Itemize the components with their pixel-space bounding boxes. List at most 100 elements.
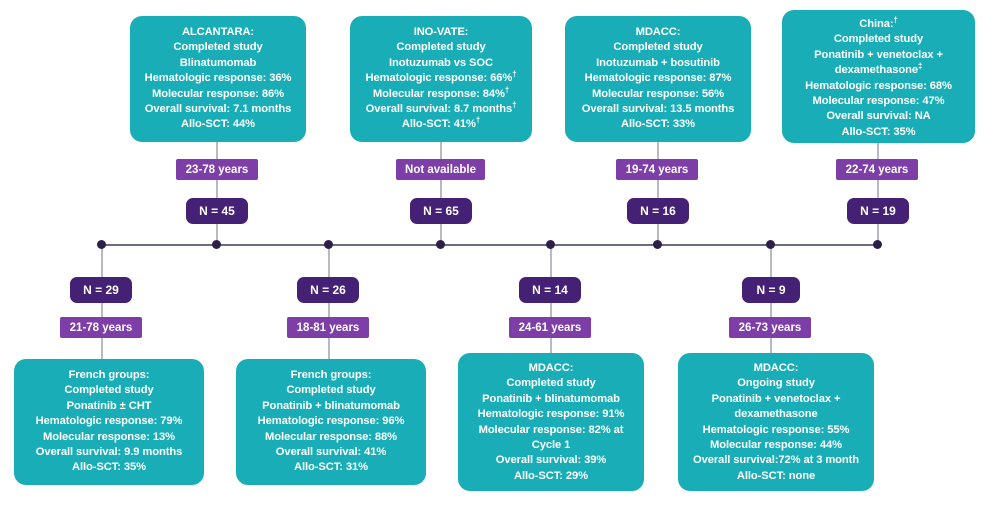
study-molecular-response: Molecular response: 88% xyxy=(265,430,397,443)
study-regimen: Inotuzumab vs SOC xyxy=(389,56,493,69)
age-range-chip-mdacc-ven: 26-73 years xyxy=(729,317,811,338)
timeline-node xyxy=(436,240,445,249)
age-range-label: 18-81 years xyxy=(296,321,360,334)
n-chip-french-blina: N = 26 xyxy=(297,277,359,303)
study-box-french-ponatinib-cht: French groups: Completed study Ponatinib… xyxy=(14,359,204,485)
n-label: N = 16 xyxy=(640,204,676,218)
study-regimen: Ponatinib + venetoclax + dexamethasone‡ xyxy=(814,48,943,77)
study-hematologic-response: Hematologic response: 87% xyxy=(584,72,732,85)
study-allo-sct: Allo-SCT: 33% xyxy=(621,118,695,131)
study-overall-survival: Overall survival: 8.7 months† xyxy=(365,100,517,116)
study-hematologic-response: Hematologic response: 96% xyxy=(257,415,405,428)
study-allo-sct: Allo-SCT: 29% xyxy=(514,469,588,482)
study-overall-survival: Overall survival: 13.5 months xyxy=(581,103,735,116)
study-hematologic-response: Hematologic response: 91% xyxy=(477,408,625,421)
study-molecular-response: Molecular response: 82% at Cycle 1 xyxy=(478,423,624,452)
study-status: Completed study xyxy=(833,33,924,46)
study-allo-sct: Allo-SCT: 31% xyxy=(294,461,368,474)
age-range-chip-mdacc-blina: 24-61 years xyxy=(509,317,591,338)
study-allo-sct: Allo-SCT: 35% xyxy=(72,461,146,474)
connector-line-china xyxy=(877,143,879,245)
study-molecular-response: Molecular response: 47% xyxy=(812,95,945,108)
connector-line-alcantara xyxy=(216,142,218,245)
n-chip-french-cht: N = 29 xyxy=(70,277,132,303)
study-molecular-response: Molecular response: 13% xyxy=(43,430,175,443)
study-overall-survival: Overall survival: 41% xyxy=(275,446,387,459)
study-status: Ongoing study xyxy=(737,377,815,390)
n-chip-mdacc-blina: N = 14 xyxy=(519,277,581,303)
study-molecular-response: Molecular response: 56% xyxy=(592,87,724,100)
n-chip-ino-vate: N = 65 xyxy=(410,198,472,224)
connector-line-mdacc-top xyxy=(657,142,659,245)
n-chip-china: N = 19 xyxy=(847,198,909,224)
timeline-node xyxy=(546,240,555,249)
study-title: MDACC: xyxy=(635,26,681,38)
age-range-chip-alcantara: 23-78 years xyxy=(176,159,258,180)
n-label: N = 29 xyxy=(83,283,119,297)
timeline-node xyxy=(873,240,882,249)
study-overall-survival: Overall survival: 9.9 months xyxy=(35,446,183,459)
study-molecular-response: Molecular response: 86% xyxy=(152,87,284,100)
n-label: N = 19 xyxy=(860,204,896,218)
age-range-chip-china: 22-74 years xyxy=(836,159,918,180)
n-chip-alcantara: N = 45 xyxy=(186,198,248,224)
study-title: MDACC: xyxy=(528,362,574,374)
n-label: N = 14 xyxy=(532,283,568,297)
connector-line-ino-vate xyxy=(440,142,442,245)
age-range-chip-french-blina: 18-81 years xyxy=(287,317,369,338)
study-title: ALCANTARA: xyxy=(181,26,255,38)
age-range-label: 21-78 years xyxy=(69,321,133,334)
n-label: N = 45 xyxy=(199,204,235,218)
study-box-mdacc-ponatinib-blinatumomab: MDACC: Completed study Ponatinib + blina… xyxy=(458,353,644,491)
age-range-label: 23-78 years xyxy=(185,163,249,176)
study-status: Completed study xyxy=(173,41,263,54)
study-overall-survival: Overall survival: 39% xyxy=(495,454,607,467)
study-status: Completed study xyxy=(396,41,486,54)
age-range-label: 26-73 years xyxy=(738,321,802,334)
timeline-axis xyxy=(101,244,878,246)
study-molecular-response: Molecular response: 44% xyxy=(710,439,842,452)
study-box-mdacc-ponatinib-venetoclax-dexamethasone: MDACC: Ongoing study Ponatinib + venetoc… xyxy=(678,353,874,491)
study-title: MDACC: xyxy=(753,362,799,374)
timeline-node xyxy=(653,240,662,249)
study-overall-survival: Overall survival: NA xyxy=(826,110,931,123)
study-box-french-ponatinib-blinatumomab: French groups: Completed study Ponatinib… xyxy=(236,359,426,485)
study-title: French groups: xyxy=(68,369,150,381)
study-status: Completed study xyxy=(613,41,703,54)
study-allo-sct: Allo-SCT: 35% xyxy=(841,125,916,138)
study-hematologic-response: Hematologic response: 36% xyxy=(144,72,292,85)
age-range-label: 19-74 years xyxy=(625,163,689,176)
study-overall-survival: Overall survival: 7.1 months xyxy=(144,103,292,116)
timeline-node xyxy=(97,240,106,249)
study-hematologic-response: Hematologic response: 68% xyxy=(805,79,952,92)
age-range-chip-french-cht: 21-78 years xyxy=(60,317,142,338)
n-label: N = 65 xyxy=(423,204,459,218)
study-title: China:† xyxy=(859,15,898,30)
study-status: Completed study xyxy=(64,384,154,397)
study-allo-sct: Allo-SCT: none xyxy=(736,469,816,482)
study-hematologic-response: Hematologic response: 66%† xyxy=(365,69,517,85)
study-hematologic-response: Hematologic response: 79% xyxy=(35,415,183,428)
study-hematologic-response: Hematologic response: 55% xyxy=(702,423,850,436)
study-title: French groups: xyxy=(290,369,372,381)
study-regimen: Ponatinib + blinatumomab xyxy=(262,399,400,412)
n-label: N = 26 xyxy=(310,283,346,297)
age-range-label: Not available xyxy=(405,163,476,176)
study-regimen: Inotuzumab + bosutinib xyxy=(596,56,720,69)
study-allo-sct: Allo-SCT: 41%† xyxy=(401,115,481,131)
study-box-china: China:† Completed study Ponatinib + vene… xyxy=(782,10,975,143)
n-label: N = 9 xyxy=(756,283,786,297)
study-allo-sct: Allo-SCT: 44% xyxy=(181,118,255,131)
n-chip-mdacc-top: N = 16 xyxy=(627,198,689,224)
study-box-ino-vate: INO-VATE: Completed study Inotuzumab vs … xyxy=(350,16,532,142)
age-range-chip-mdacc-top: 19-74 years xyxy=(616,159,698,180)
age-range-chip-ino-vate: Not available xyxy=(396,159,485,180)
study-regimen: Blinatumomab xyxy=(179,56,257,69)
timeline-node xyxy=(766,240,775,249)
study-regimen: Ponatinib + blinatumomab xyxy=(482,392,620,405)
age-range-label: 22-74 years xyxy=(845,163,909,176)
n-chip-mdacc-ven: N = 9 xyxy=(742,277,800,303)
study-regimen: Ponatinib ± CHT xyxy=(66,399,152,412)
study-molecular-response: Molecular response: 84%† xyxy=(372,84,510,100)
